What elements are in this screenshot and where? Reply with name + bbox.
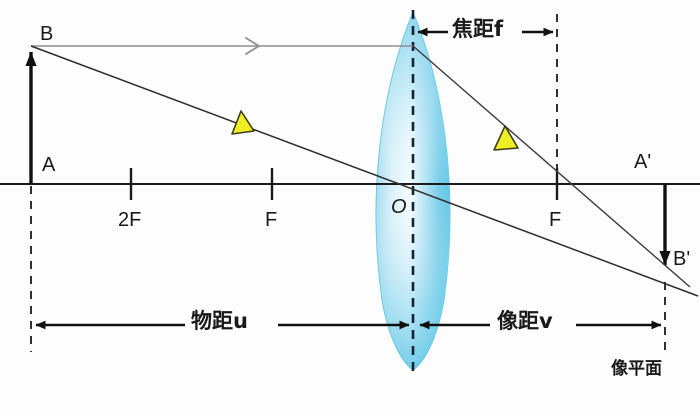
label-object-base-A: A xyxy=(42,154,56,176)
label-object-distance: 物距u xyxy=(191,309,248,333)
label-lens-center-O: O xyxy=(391,196,407,218)
label-tick-F-left: F xyxy=(265,209,278,231)
label-tick-F-right: F xyxy=(549,209,562,231)
label-object-top-B: B xyxy=(40,23,54,45)
label-image-base-A-prime: A' xyxy=(634,151,652,173)
ray-marker-triangle-right-icon xyxy=(493,125,519,151)
ray-direction-chevron-icon xyxy=(245,37,260,55)
label-image-distance: 像距v xyxy=(497,309,553,333)
label-image-plane: 像平面 xyxy=(611,359,662,379)
label-image-top-B-prime: B' xyxy=(673,248,691,270)
label-focal-length: 焦距f xyxy=(452,17,504,41)
ray-parallel-refracted xyxy=(412,45,691,288)
ray-through-center xyxy=(30,45,699,297)
ray-marker-triangle-left-icon xyxy=(231,110,255,135)
label-tick-2F-left: 2F xyxy=(118,209,142,231)
